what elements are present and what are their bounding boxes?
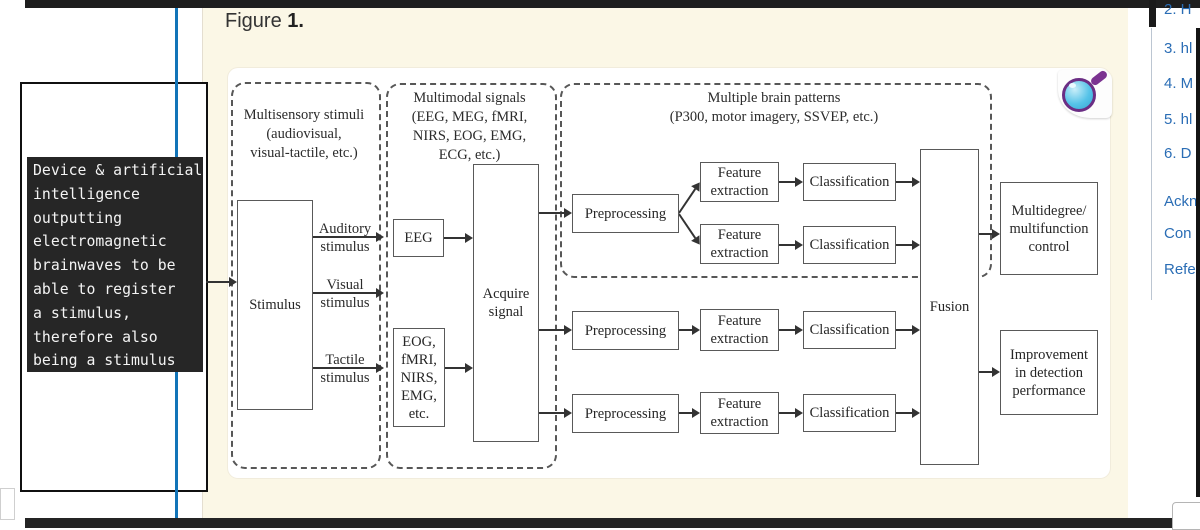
window-corner-artifact [0,488,15,520]
sidebar-item-section-3[interactable]: 3. hl [1164,40,1193,57]
arrow-class1a-to-fusion [896,177,920,187]
group-multisensory-stimuli [231,82,381,469]
arrow-class1b-to-fusion [896,240,920,250]
sidebar-item-conflicts[interactable]: Con [1164,225,1192,242]
magnifier-glint [1069,83,1076,88]
annotation-note: Device & artificial intelligence outputt… [27,157,203,372]
group-patterns-label: Multiple brain patterns (P300, motor ima… [669,90,879,125]
arrow-note-to-stimulus [206,277,237,287]
arrow-fusion-to-detection [979,367,1000,377]
node-multidegree-control: Multidegree/ multifunction control [1000,182,1098,275]
top-window-bar [25,0,1200,8]
edge-label-tactile-stimulus: Tactile stimulus [320,352,370,386]
sidebar-item-section-2[interactable]: 2. H [1164,1,1192,18]
sidebar-item-section-6[interactable]: 6. D [1164,145,1192,162]
arrow-fe1a-to-class [779,177,803,187]
sidebar-divider-line [1151,28,1152,300]
group-multisensory-label: Multisensory stimuli (audiovisual, visua… [243,107,365,161]
arrow-auditory [313,232,384,242]
bottom-window-bar [25,518,1200,528]
arrow-preprocessing3-to-fe [679,408,700,418]
edge-label-visual-stimulus: Visual stimulus [320,277,370,311]
scrollbar-thumb[interactable] [1149,0,1156,27]
arrow-fusion-to-control [979,229,1000,239]
group-multimodal-label: Multimodal signals (EEG, MEG, fMRI, NIRS… [411,90,528,163]
arrow-visual [313,288,384,298]
node-fusion: Fusion [920,149,979,465]
node-classification-3: Classification [803,394,896,432]
node-classification-1a: Classification [803,163,896,201]
arrow-fe3-to-class [779,408,803,418]
node-feature-extraction-3: Feature extraction [700,392,779,434]
sidebar-item-section-4[interactable]: 4. M [1164,75,1194,92]
node-preprocessing-1: Preprocessing [572,194,679,233]
magnifier-zoom-icon[interactable] [1058,69,1112,120]
sidebar-item-references[interactable]: Refe [1164,261,1196,278]
node-stimulus: Stimulus [237,200,313,410]
node-feature-extraction-2: Feature extraction [700,309,779,351]
node-classification-2: Classification [803,311,896,349]
arrow-tactile [313,363,384,373]
node-eeg: EEG [393,219,444,257]
node-feature-extraction-1b: Feature extraction [700,224,779,264]
right-window-edge [1196,28,1200,497]
node-preprocessing-3: Preprocessing [572,394,679,433]
sidebar-item-acknowledgments[interactable]: Ackn [1164,193,1198,210]
edge-label-auditory-stimulus: Auditory stimulus [318,221,372,255]
arrow-class2-to-fusion [896,325,920,335]
scrollbar-corner-artifact [1172,502,1200,530]
arrow-signals-to-acquire [445,363,473,373]
sidebar-item-section-5[interactable]: 5. hl [1164,111,1193,128]
arrow-acquire-to-preprocessing-2 [539,325,572,335]
arrow-acquire-to-preprocessing-3 [539,408,572,418]
group-multiple-brain-patterns [560,83,992,278]
group-multimodal-signals [386,83,557,469]
magnifier-lens [1062,78,1096,112]
arrow-fe2-to-class [779,325,803,335]
arrow-acquire-to-preprocessing-1 [539,208,572,218]
figure-caption: Figure 1. [225,10,304,33]
arrow-fe1b-to-class [779,240,803,250]
node-feature-extraction-1a: Feature extraction [700,162,779,202]
arrow-eeg-to-acquire [444,233,473,243]
node-other-signals: EOG, fMRI, NIRS, EMG, etc. [393,328,445,427]
node-detection-improvement: Improvement in detection performance [1000,330,1098,415]
figure-number: 1. [287,10,304,32]
outline-sidebar [1128,8,1200,518]
arrow-preprocessing2-to-fe [679,325,700,335]
node-acquire-signal: Acquire signal [473,164,539,442]
figure-label: Figure [225,10,282,32]
node-preprocessing-2: Preprocessing [572,311,679,350]
arrow-class3-to-fusion [896,408,920,418]
node-classification-1b: Classification [803,226,896,264]
